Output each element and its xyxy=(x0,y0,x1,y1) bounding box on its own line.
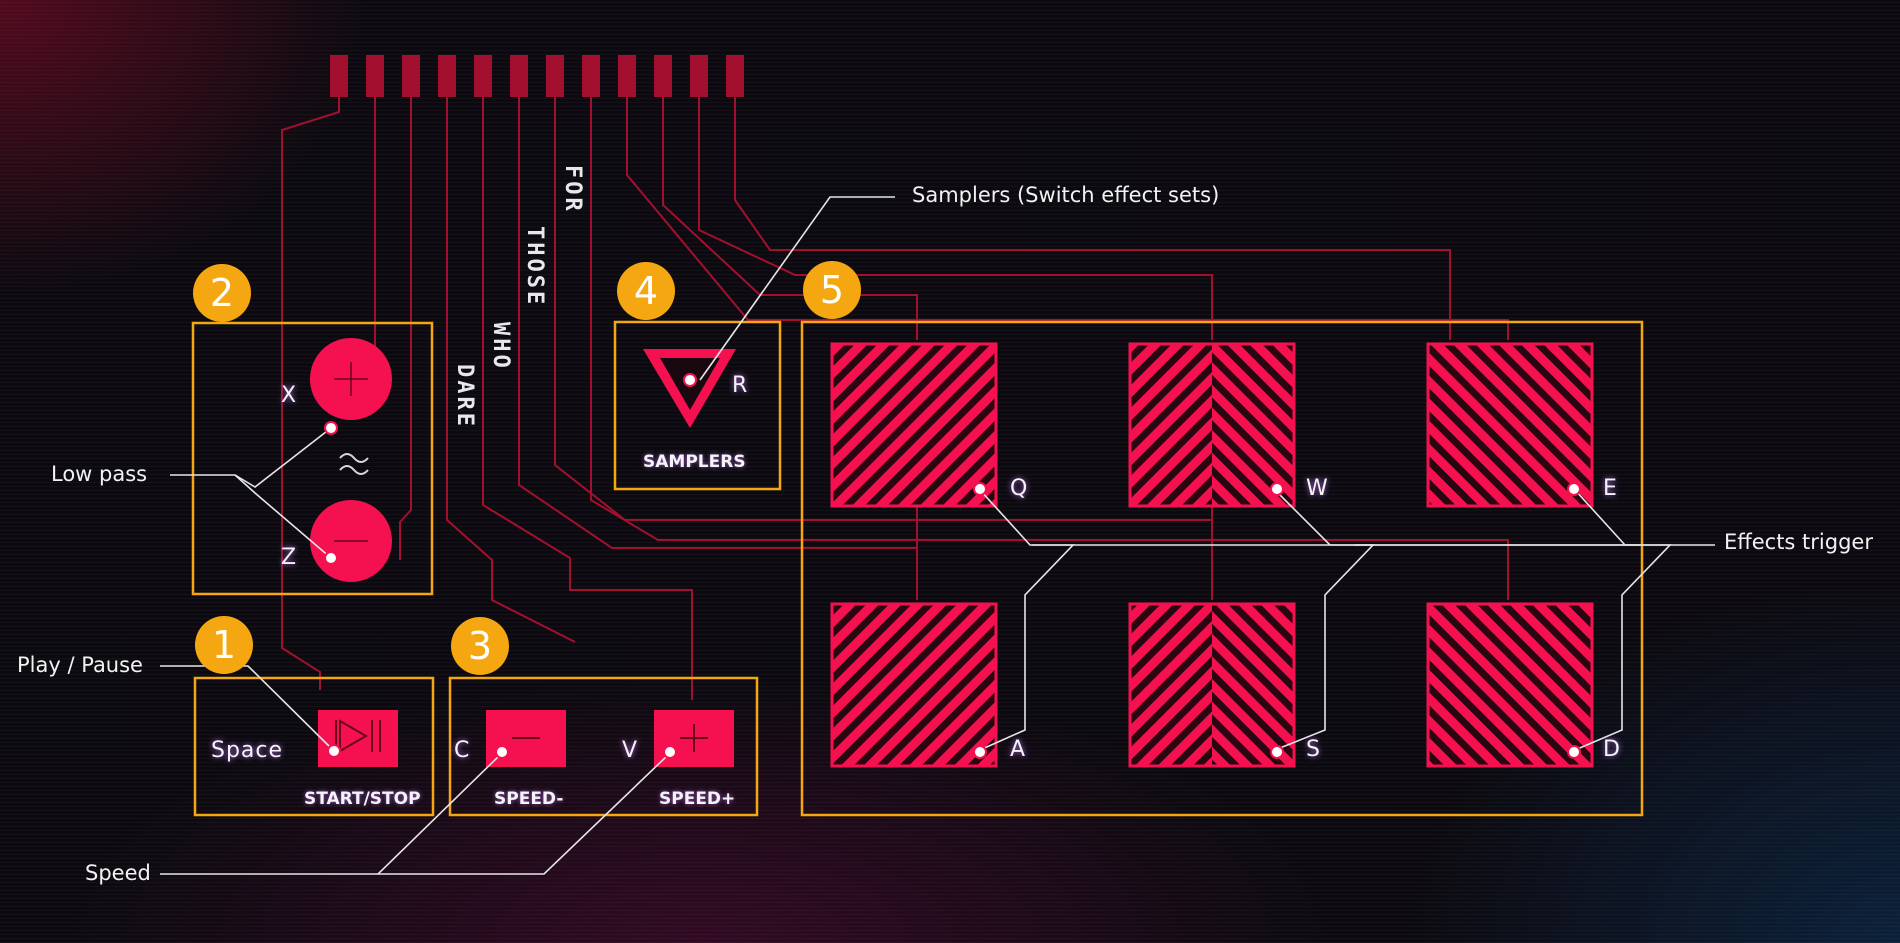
frame-play xyxy=(193,676,435,817)
speed-controls xyxy=(486,710,734,767)
key-q: Q xyxy=(1010,476,1029,501)
frame-low-pass xyxy=(191,321,434,596)
key-space: Space xyxy=(211,738,284,763)
play-pause-icon xyxy=(335,719,381,753)
callout-speed: Speed xyxy=(85,861,151,885)
key-c: C xyxy=(454,738,471,763)
callout-play-pause: Play / Pause xyxy=(17,653,143,677)
module-frames xyxy=(191,320,1644,817)
slogan-word-for: FOR xyxy=(560,165,585,214)
effect-pads xyxy=(830,342,1594,768)
connection-dots xyxy=(324,373,1581,759)
effect-pad-d[interactable] xyxy=(1426,602,1594,768)
start-stop-button[interactable] xyxy=(318,710,398,767)
effect-pad-q[interactable] xyxy=(830,342,998,508)
effect-pad-w[interactable] xyxy=(1128,342,1296,508)
leader-lines xyxy=(160,196,1715,875)
slogan-word-dare: DARE xyxy=(452,364,477,429)
effect-pad-a[interactable] xyxy=(830,602,998,768)
badge-4: 4 xyxy=(617,262,675,320)
callout-samplers: Samplers (Switch effect sets) xyxy=(912,183,1220,207)
badge-5: 5 xyxy=(803,261,861,319)
badge-2: 2 xyxy=(193,264,251,322)
key-e: E xyxy=(1603,476,1618,501)
slogan-word-those: THOSE xyxy=(522,226,547,308)
effect-pad-s[interactable] xyxy=(1128,602,1296,768)
key-x: X xyxy=(281,383,298,408)
key-s: S xyxy=(1306,737,1321,762)
frame-samplers xyxy=(613,320,782,491)
low-pass-controls xyxy=(310,338,392,582)
caption-speed-plus: SPEED+ xyxy=(659,789,736,809)
start-stop-control xyxy=(318,710,398,767)
caption-samplers: SAMPLERS xyxy=(643,452,746,472)
key-w: W xyxy=(1306,476,1329,501)
key-v: V xyxy=(622,738,639,763)
caption-speed-minus: SPEED- xyxy=(494,789,564,809)
key-r: R xyxy=(732,373,749,398)
caption-start-stop: START/STOP xyxy=(304,789,421,809)
frame-speed xyxy=(448,676,759,817)
callout-low-pass: Low pass xyxy=(51,462,148,486)
key-d: D xyxy=(1603,737,1621,762)
slogan-word-who: WHO xyxy=(488,322,513,371)
key-a: A xyxy=(1010,737,1027,762)
tilde-icon xyxy=(339,453,369,475)
connector-pins xyxy=(330,55,744,97)
callout-effects-trigger: Effects trigger xyxy=(1724,530,1873,554)
frame-effects xyxy=(800,320,1644,817)
effect-pad-e[interactable] xyxy=(1426,342,1594,508)
badge-3: 3 xyxy=(451,617,509,675)
key-z: Z xyxy=(281,545,298,570)
badge-1: 1 xyxy=(195,616,253,674)
sampler-control xyxy=(643,349,736,428)
